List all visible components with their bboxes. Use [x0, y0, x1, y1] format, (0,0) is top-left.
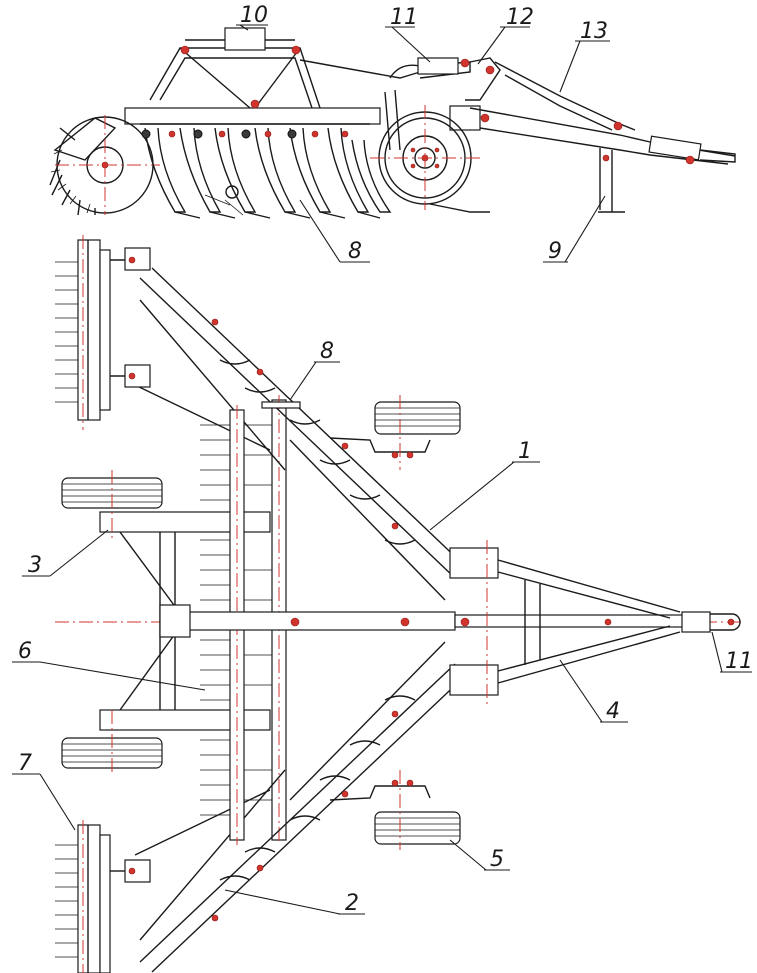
roller-section-top [55, 235, 151, 430]
roller-section-bottom [55, 820, 151, 973]
top-callouts: 1 2 3 4 5 6 7 8 11 [12, 339, 753, 916]
side-view: 10 11 12 13 8 9 [49, 3, 736, 264]
hitch-frame-4 [449, 540, 741, 705]
side-tines [141, 127, 490, 219]
drawbar-13 [494, 61, 636, 131]
callout-12: 12 [506, 5, 534, 30]
rear-frame-bottom [99, 709, 271, 731]
rear-tire-bottom [61, 710, 163, 775]
top-view: 1 2 3 4 5 6 7 8 11 [12, 235, 753, 973]
transport-wheel-bottom [329, 770, 461, 850]
side-transport-wheel [370, 105, 480, 210]
side-callouts: 10 11 12 13 8 9 [236, 3, 610, 264]
callout-2: 2 [345, 891, 359, 916]
callout-5: 5 [490, 847, 504, 872]
diagonal-beam-2 [139, 663, 466, 973]
side-upper-frame [149, 47, 321, 109]
rear-frame-top [99, 511, 271, 533]
side-rear-roller [49, 115, 160, 216]
side-main-beam [124, 107, 381, 125]
callout-13: 13 [580, 19, 608, 44]
callout-10: 10 [240, 3, 268, 28]
callout-4: 4 [606, 699, 620, 724]
callout-8-side: 8 [348, 239, 362, 264]
central-shaft [164, 611, 456, 631]
hydraulic-cylinder-10 [224, 27, 266, 51]
rear-tire-top [61, 470, 163, 540]
discs-8 [211, 318, 416, 922]
callout-1: 1 [518, 439, 532, 464]
callout-6: 6 [18, 639, 32, 664]
transport-wheel-top [329, 395, 461, 470]
callout-7: 7 [18, 751, 32, 776]
callout-9: 9 [548, 239, 562, 264]
diagonal-beam-1 [139, 267, 466, 579]
support-stand-9 [598, 148, 625, 213]
callout-3: 3 [28, 553, 42, 578]
callout-8-top: 8 [320, 339, 334, 364]
callout-11-top: 11 [725, 649, 753, 674]
callout-11: 11 [390, 5, 418, 30]
